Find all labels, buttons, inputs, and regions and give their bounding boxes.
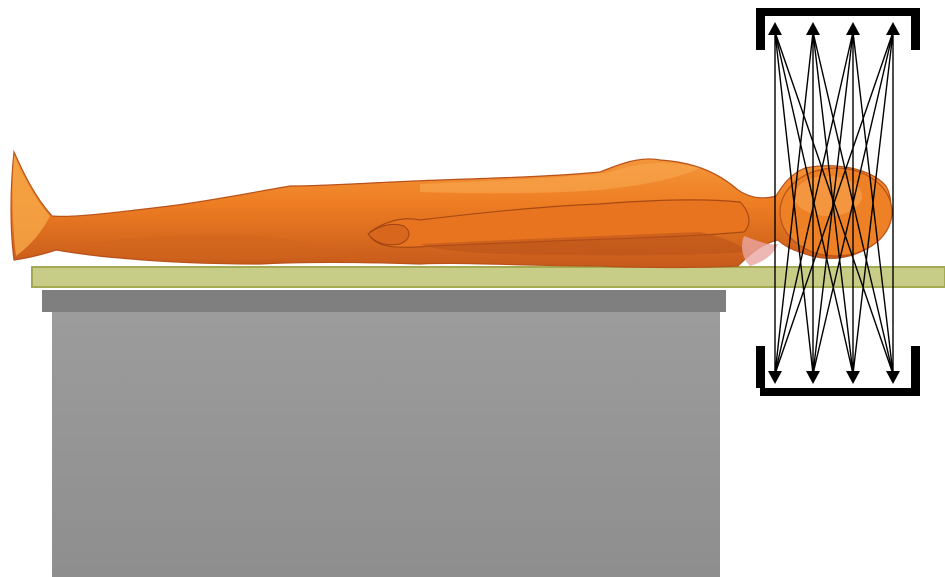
beam-arrow-top-2 xyxy=(846,22,860,35)
detector-top-bar xyxy=(756,8,920,16)
beam-arrow-bottom-1 xyxy=(806,371,820,384)
detector-bottom-bar xyxy=(760,388,920,396)
beam-arrow-top-3 xyxy=(886,22,900,35)
detector-top-right-leg xyxy=(911,8,920,50)
table-base-front xyxy=(52,312,720,577)
beam-arrow-top-1 xyxy=(806,22,820,35)
detector-bottom-left-leg xyxy=(756,346,765,388)
patient-body xyxy=(11,152,892,268)
detector-top-left-leg xyxy=(756,8,765,50)
beam-arrow-bottom-0 xyxy=(768,371,782,384)
table-base xyxy=(42,290,726,577)
beam-arrow-bottom-3 xyxy=(886,371,900,384)
detector-bottom-right-leg xyxy=(911,346,920,388)
beam-arrow-bottom-2 xyxy=(846,371,860,384)
table-base-top xyxy=(42,290,726,312)
beam-arrow-top-0 xyxy=(768,22,782,35)
